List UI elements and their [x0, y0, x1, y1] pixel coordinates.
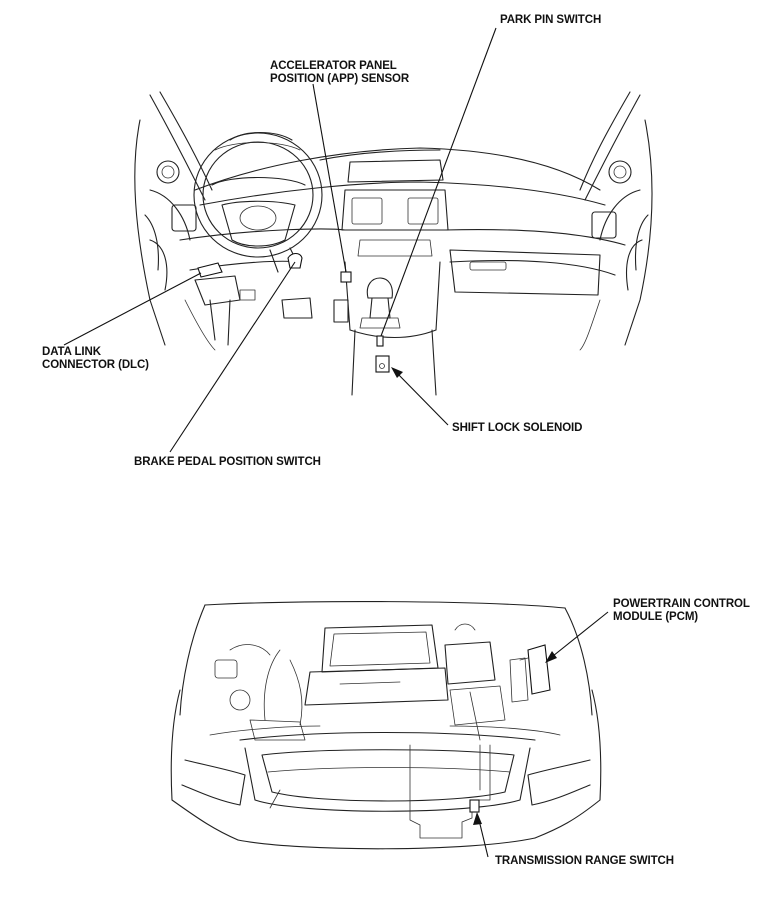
- label-transmission-range-switch: TRANSMISSION RANGE SWITCH: [495, 855, 674, 868]
- leader-app-sensor: [312, 83, 347, 273]
- label-dlc-line1: DATA LINK: [42, 346, 101, 358]
- label-park-pin-switch-text: PARK PIN SWITCH: [500, 14, 602, 26]
- engine-bay-illustration: [170, 601, 602, 850]
- shift-lock-solenoid: [375, 355, 390, 373]
- leader-brake-pedal-switch: [169, 261, 296, 453]
- leader-shift-lock-solenoid: [391, 367, 449, 426]
- label-park-pin-switch: PARK PIN SWITCH: [500, 14, 601, 27]
- label-transmission-range-switch-text: TRANSMISSION RANGE SWITCH: [495, 855, 674, 867]
- leader-dlc: [63, 272, 202, 346]
- label-shift-lock-solenoid: SHIFT LOCK SOLENOID: [452, 422, 582, 435]
- leader-park-pin-switch: [380, 27, 497, 337]
- label-shift-lock-solenoid-text: SHIFT LOCK SOLENOID: [452, 422, 583, 434]
- brake-pedal-position-switch: [287, 252, 303, 269]
- label-app-sensor-line2: POSITION (APP) SENSOR: [270, 73, 410, 85]
- label-app-sensor-line1: ACCELERATOR PANEL: [270, 60, 397, 72]
- label-app-sensor: ACCELERATOR PANEL POSITION (APP) SENSOR: [270, 60, 409, 86]
- label-pcm: POWERTRAIN CONTROL MODULE (PCM): [613, 598, 750, 624]
- park-pin-switch: [376, 335, 384, 347]
- dashboard-illustration: [134, 91, 653, 396]
- transmission-outline: [409, 744, 491, 839]
- label-brake-pedal-switch: BRAKE PEDAL POSITION SWITCH: [134, 456, 321, 469]
- dlc-connector: [197, 262, 223, 278]
- leader-transmission-range-switch: [473, 812, 489, 858]
- label-pcm-line1: POWERTRAIN CONTROL: [613, 598, 750, 610]
- label-pcm-line2: MODULE (PCM): [613, 611, 699, 623]
- label-dlc-line2: CONNECTOR (DLC): [42, 359, 149, 371]
- label-brake-pedal-switch-text: BRAKE PEDAL POSITION SWITCH: [134, 456, 321, 468]
- app-sensor: [340, 271, 352, 283]
- leader-pcm: [545, 611, 609, 663]
- pcm-module: [519, 644, 551, 695]
- label-dlc: DATA LINK CONNECTOR (DLC): [42, 346, 149, 372]
- transmission-range-switch: [469, 799, 480, 813]
